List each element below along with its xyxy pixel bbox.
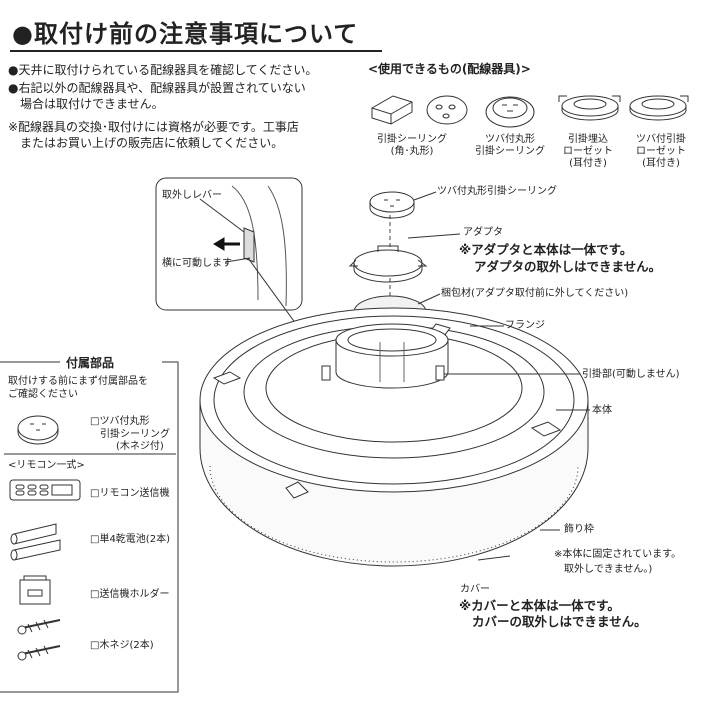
flanged-ceiling-outlet-icon [485,96,535,128]
device-label-4: ツバ付引掛 ローゼット (耳付き) [626,134,696,170]
round-ceiling-outlet-icon [426,95,468,125]
lever-label: 取外しレバー [162,190,222,201]
holder-label: □送信機ホルダー [90,589,170,600]
remote-control-icon [9,479,81,501]
device-1-line2: (角･丸形) [390,146,434,157]
transmitter-holder-icon [19,575,51,605]
cover-warning-2: カバーの取外しはできません。 [472,614,647,629]
move-label: 横に可動します [162,258,232,269]
recessed-rosette-icon [558,95,621,121]
wood-screw-icon [17,619,61,661]
battery-icon [10,523,61,561]
device-1-line1: 引掛シーリング [377,134,447,145]
devices-heading: <使用できるもの(配線器具)> [368,62,531,76]
device-4-line1: ツバ付引掛 [636,134,686,145]
battery-label: □単4乾電池(2本) [90,534,170,545]
ceiling-fitting-icon [369,191,437,219]
accessories-heading: 付属部品 [66,356,115,370]
adapter-label: アダプタ [463,227,503,238]
frame-note-1: ※本体に固定されています。 [554,549,682,560]
device-2-line1: ツバ付丸形 [485,134,535,145]
accessory-ceiling-line1: □ツバ付丸形 [90,416,150,427]
accessories-intro-1: 取付けする前にまず付属部品を [8,376,148,387]
device-label-3: 引掛埋込 ローゼット (耳付き) [553,134,623,170]
ceiling-label: ツバ付丸形引掛シーリング [437,186,557,197]
cover-warning-1: ※カバーと本体は一体です。 [459,598,620,613]
device-label-1: 引掛シーリング (角･丸形) [372,134,452,158]
device-3-line1: 引掛埋込 [568,134,608,145]
remote-label: □リモコン送信機 [90,488,170,499]
screw-label: □木ネジ(2本) [90,640,154,651]
packing-label: 梱包材(アダプタ取付前に外してください) [441,288,629,299]
fixture-body-drawing [199,307,589,567]
release-lever-detail [155,177,329,369]
hook-label: 引掛部(可動しません) [582,369,680,380]
note-line-1: ●天井に取付けられている配線器具を確認してください。 [8,63,318,77]
frame-note-2: 取外しできません。) [564,564,653,575]
device-4-line2: ローゼット [636,146,686,157]
accessory-ceiling-icon [17,415,59,445]
adapter-warning-1: ※アダプタと本体は一体です。 [459,242,633,257]
flanged-rosette-icon [629,95,689,121]
remote-heading: <リモコン一式> [8,460,85,471]
device-3-line2: ローゼット [563,146,613,157]
note-line-3: 場合は取付けできません。 [8,97,164,111]
device-4-line3: (耳付き) [642,158,680,169]
accessories-intro-2: ご確認ください [8,389,78,400]
adapter-warning-2: アダプタの取外しはできません。 [474,259,662,274]
accessory-ceiling-line3: (木ネジ付) [116,441,164,452]
adapter-icon [348,233,461,283]
device-label-2: ツバ付丸形 引掛シーリング [470,134,550,158]
device-2-line2: 引掛シーリング [475,146,545,157]
note-line-2: ●右記以外の配線器具や、配線器具が設置されていない [8,81,306,95]
note-line-5: またはお買い上げの販売店に依頼してください。 [8,136,284,150]
accessory-ceiling-line2: 引掛シーリング [100,429,170,440]
device-3-line3: (耳付き) [569,158,607,169]
frame-label: 飾り枠 [564,524,594,535]
flange-label: フランジ [505,320,545,331]
cover-label: カバー [460,584,490,595]
note-line-4: ※配線器具の交換･取付けには資格が必要です。工事店 [8,120,299,134]
square-ceiling-outlet-icon [371,95,413,125]
page-title: ●取付け前の注意事項について [12,20,359,48]
title-underline [10,50,382,52]
body-label: 本体 [592,405,612,416]
